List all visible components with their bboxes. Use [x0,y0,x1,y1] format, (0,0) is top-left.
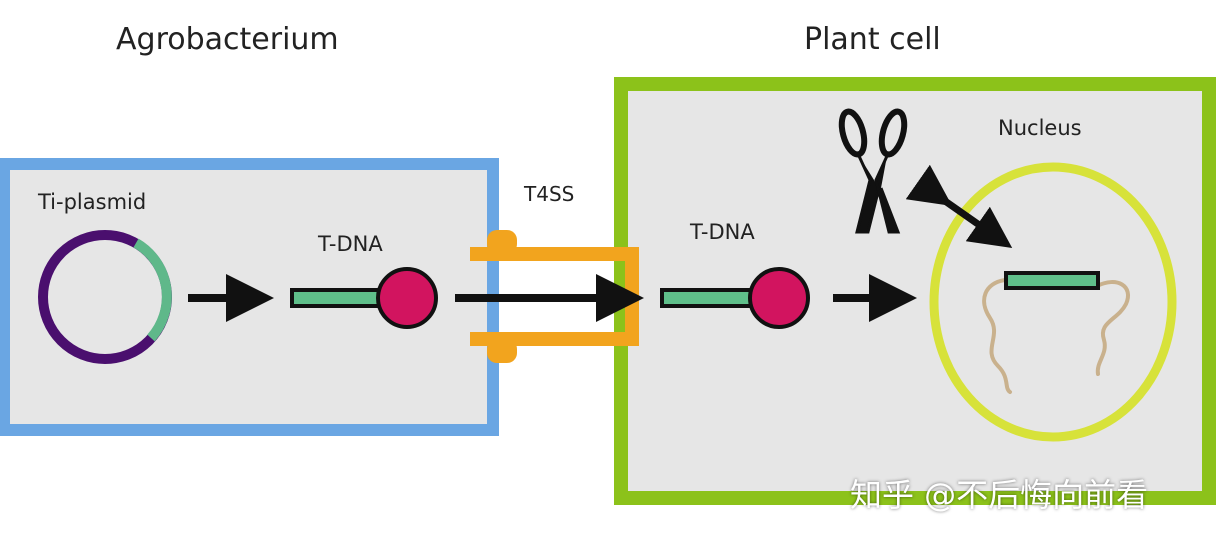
t-dna-complex-right [660,267,810,329]
chromosome-strand-left [982,278,1012,394]
double-arrow-icon [905,164,1013,249]
t-dna-complex-left [290,267,438,329]
ti-plasmid-label: Ti-plasmid [38,190,147,214]
scissors-icon [838,108,908,234]
t-dna-label-left: T-DNA [318,232,383,256]
t4ss-label: T4SS [524,182,575,206]
watermark: 知乎 @不后悔向前看 [850,476,1149,514]
nucleus [929,162,1177,442]
agrobacterium-title: Agrobacterium [116,22,339,57]
plant-cell-title: Plant cell [804,22,941,57]
chromosome-strand-right [1095,280,1130,376]
ti-plasmid [38,230,172,364]
integrated-t-dna [1004,271,1100,290]
t-dna-label-right: T-DNA [690,220,755,244]
nucleus-label: Nucleus [998,116,1082,140]
